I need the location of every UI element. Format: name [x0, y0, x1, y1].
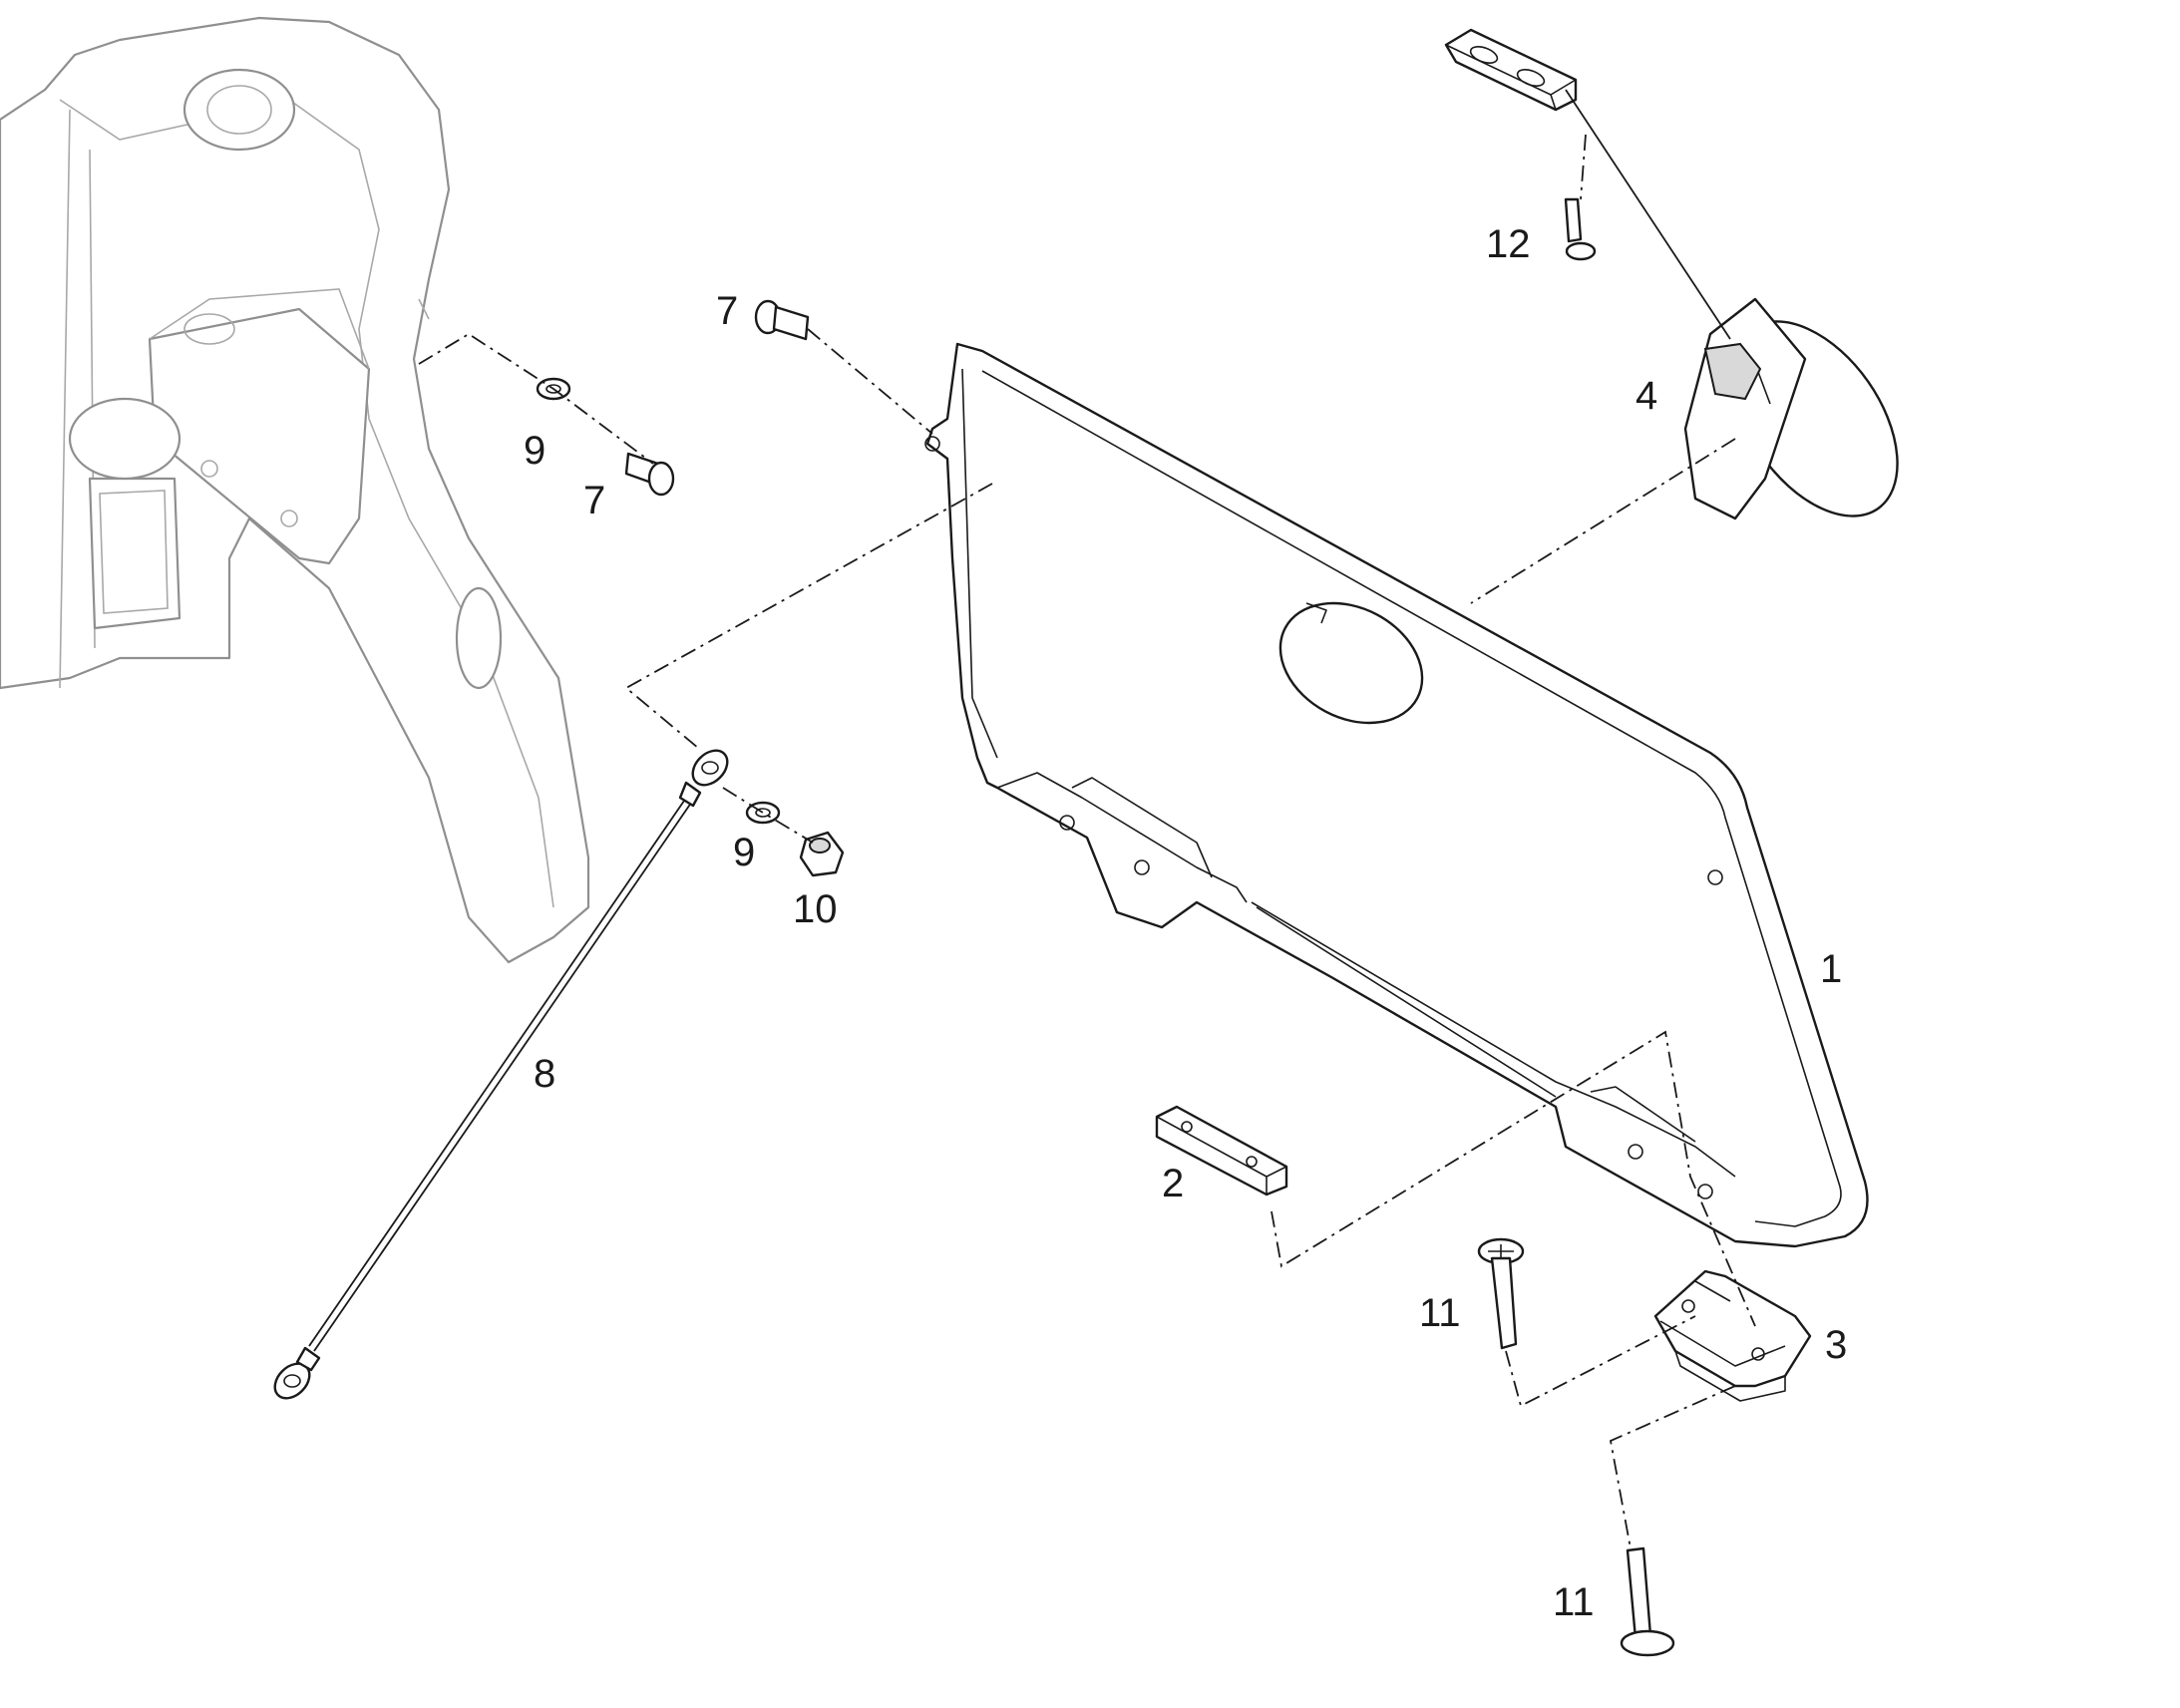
callout-1: 1	[1820, 947, 1842, 991]
callout-4: 4	[1635, 374, 1657, 418]
callout-labels: 1 2 3 4 7 7 8 9 9 10 11 11 12	[524, 222, 1847, 1624]
screw-part-7-top	[754, 299, 810, 341]
callout-3: 3	[1825, 1323, 1847, 1367]
plate-part-2	[1155, 1105, 1288, 1196]
hinge-part-3	[1653, 1269, 1812, 1402]
callout-7-top: 7	[716, 289, 738, 333]
screw-part-12	[1564, 197, 1597, 261]
round-cap-part-4	[1683, 297, 1899, 520]
callout-11-top: 11	[1419, 1291, 1461, 1335]
callout-8: 8	[534, 1052, 555, 1096]
housing-ghost	[0, 16, 590, 964]
screw-part-7-left	[624, 452, 675, 497]
callout-9-bottom: 9	[733, 831, 755, 874]
nut-part-10	[799, 831, 845, 877]
cable-part-8	[273, 749, 729, 1400]
callout-2: 2	[1162, 1162, 1184, 1205]
callout-7-left: 7	[583, 479, 605, 522]
screw-part-11-top	[1477, 1237, 1525, 1350]
callout-11-bottom: 11	[1553, 1580, 1595, 1624]
assembly-leaders	[418, 89, 1756, 1549]
frame-panel	[924, 342, 1869, 1248]
screw-part-11-bottom	[1620, 1546, 1675, 1657]
callout-12: 12	[1486, 222, 1531, 266]
top-bracket	[1444, 28, 1578, 112]
callout-10: 10	[793, 887, 838, 931]
callout-9-top: 9	[524, 429, 545, 473]
